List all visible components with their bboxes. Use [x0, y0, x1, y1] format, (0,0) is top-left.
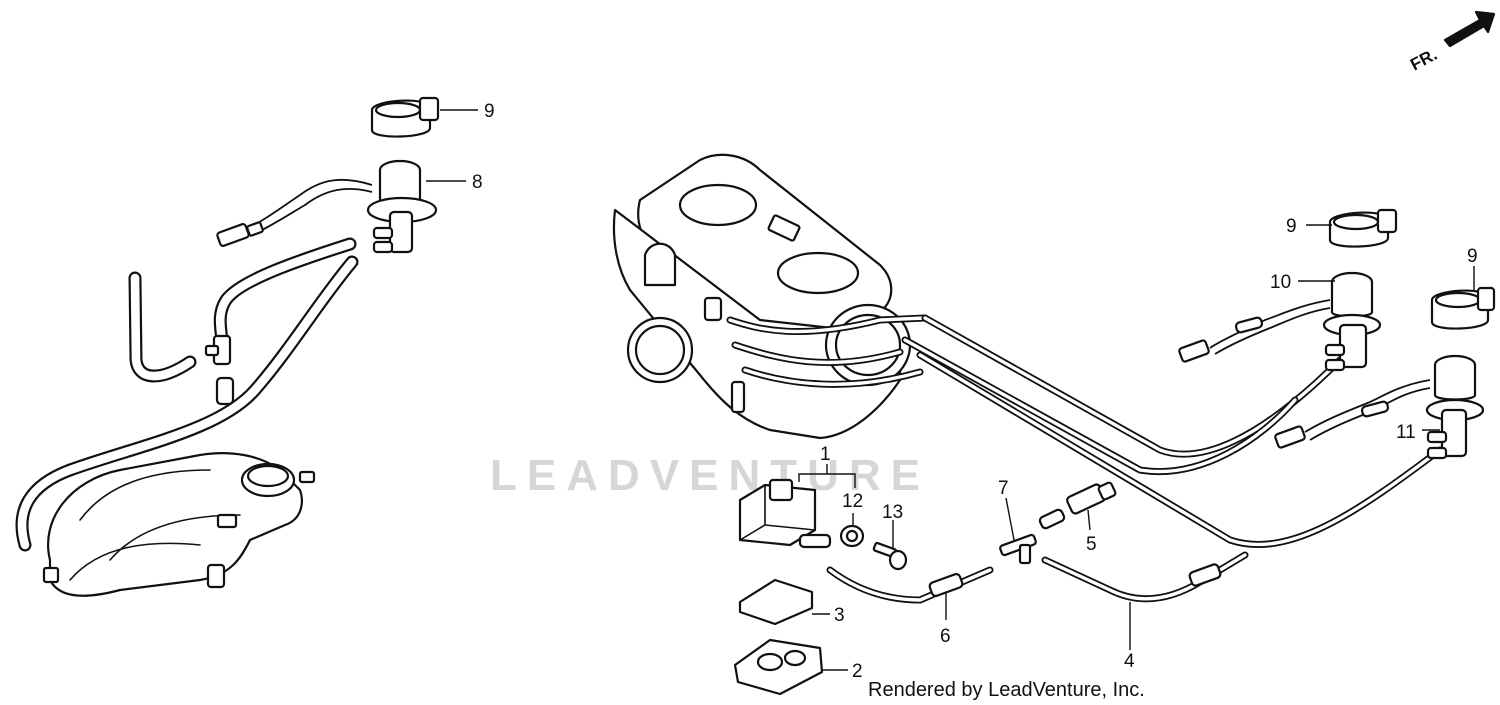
- callout-2: 2: [852, 661, 863, 682]
- callout-12: 12: [842, 491, 863, 512]
- front-direction-indicator: FR.: [1407, 10, 1496, 75]
- nut-12: [839, 524, 865, 548]
- t-joint-7: [999, 533, 1037, 565]
- callout-11: 11: [1396, 422, 1416, 443]
- solenoid-valve-11: [1274, 354, 1485, 460]
- band-9-upper-right: [1328, 208, 1398, 248]
- callout-6: 6: [940, 626, 951, 647]
- hose-4: [1041, 551, 1249, 603]
- leader-lines: [426, 109, 1475, 671]
- hose-6: [826, 566, 994, 604]
- tube-bundle: [726, 314, 1444, 548]
- solenoid-valve-10: [1178, 271, 1382, 372]
- callout-9-right: 9: [1467, 246, 1478, 267]
- callout-1: 1: [820, 444, 831, 465]
- bracket-2: [733, 638, 824, 696]
- credit-text: Rendered by LeadVenture, Inc.: [868, 679, 1145, 701]
- bolt-13: [872, 541, 908, 571]
- callout-8: 8: [472, 172, 483, 193]
- left-long-hose: [15, 255, 359, 552]
- connector-5: [1038, 481, 1117, 530]
- callout-3: 3: [834, 605, 845, 626]
- intake-manifold: [42, 452, 316, 597]
- left-t-joint: [204, 334, 235, 406]
- callout-5: 5: [1086, 534, 1097, 555]
- solenoid-valve-8: [216, 159, 438, 254]
- callout-9-left: 9: [484, 101, 495, 122]
- left-upper-hose: [213, 237, 357, 347]
- callout-13: 13: [882, 502, 903, 523]
- band-9-right: [1430, 286, 1496, 330]
- rubber-pad-3: [738, 578, 814, 626]
- throttle-body-assembly: [612, 153, 912, 440]
- direction-label: FR.: [1407, 45, 1440, 75]
- map-sensor-1: [738, 478, 832, 549]
- callout-4: 4: [1124, 651, 1135, 672]
- callout-7: 7: [998, 478, 1009, 499]
- watermark-text: LEADVENTURE: [490, 451, 930, 500]
- band-9-left: [370, 96, 440, 138]
- callout-10: 10: [1270, 272, 1291, 293]
- callout-9-upper-right: 9: [1286, 216, 1297, 237]
- left-l-hose: [128, 271, 197, 383]
